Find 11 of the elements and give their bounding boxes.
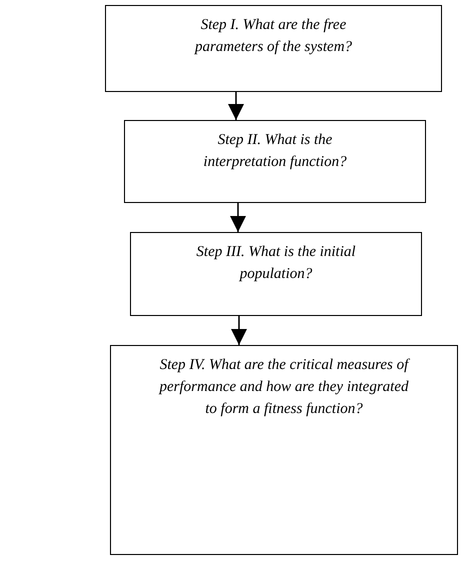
step-question: Step II. What is the interpretation function?: [202, 131, 348, 172]
process-box: [110, 345, 458, 555]
process-box: [124, 120, 426, 203]
process-box: [105, 5, 442, 92]
step-question: Step IV. What are the critical measures of performance and how are they integrated to form a fitness function?: [159, 356, 409, 419]
process-box: [130, 232, 422, 316]
arrow: [230, 203, 246, 232]
arrow: [231, 316, 247, 345]
arrow: [228, 92, 244, 120]
step-question: Step III. What is the initial population?: [195, 243, 357, 284]
step-question: Step I. What are the free parameters of the system?: [193, 16, 354, 57]
